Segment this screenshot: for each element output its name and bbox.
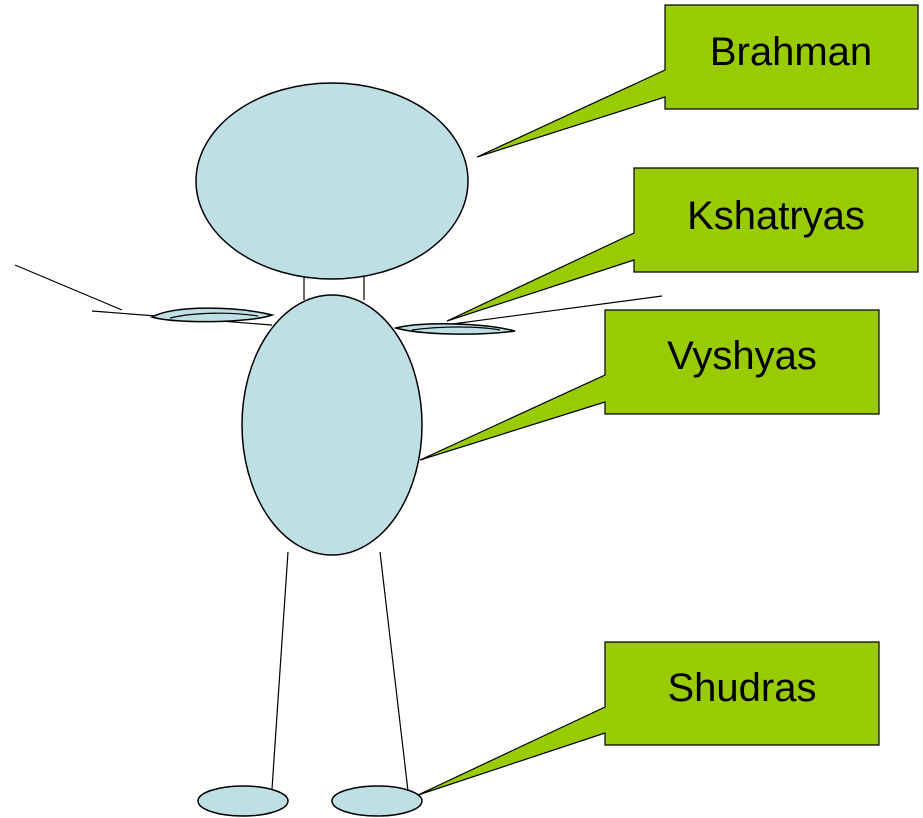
callout-shudras: Shudras xyxy=(417,641,880,796)
callout-kshatryas-label: Kshatryas xyxy=(687,194,865,238)
left-foot-ellipse xyxy=(197,785,289,817)
callout-vyshyas-shape xyxy=(419,309,880,461)
human-figure xyxy=(14,82,663,817)
head-ellipse xyxy=(195,82,469,280)
left-leg-line xyxy=(271,551,289,790)
left-hand xyxy=(150,307,275,323)
callout-vyshyas: Vyshyas xyxy=(419,309,880,461)
right-hand xyxy=(393,323,516,335)
callout-brahman-shape xyxy=(476,4,919,158)
right-foot-ellipse xyxy=(331,785,423,817)
callout-kshatryas: Kshatryas xyxy=(446,167,919,322)
torso-ellipse xyxy=(241,294,423,556)
callout-brahman-label: Brahman xyxy=(710,30,872,74)
callout-shudras-shape xyxy=(417,641,880,796)
callout-shudras-label: Shudras xyxy=(668,666,817,710)
callout-kshatryas-shape xyxy=(446,167,919,322)
right-leg-line xyxy=(379,551,409,792)
callout-brahman: Brahman xyxy=(476,4,919,158)
callout-vyshyas-label: Vyshyas xyxy=(667,334,817,378)
left-arm-line xyxy=(14,264,123,311)
